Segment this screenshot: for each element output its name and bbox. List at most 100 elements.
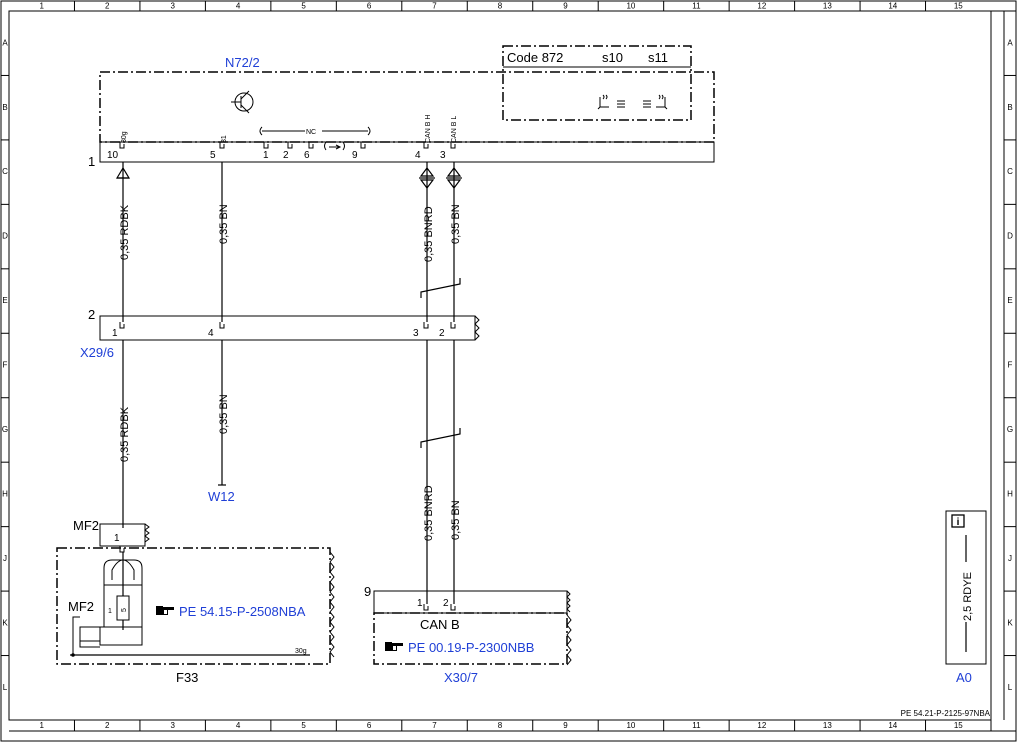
x30-pin-1: 1: [417, 598, 423, 609]
n72-pin-2: 2: [283, 150, 289, 161]
n72-pin-1: 1: [263, 150, 269, 161]
column-label: 7: [432, 2, 437, 11]
column-label: 8: [498, 2, 503, 11]
x30-strip-break: [566, 590, 571, 613]
row-label: L: [3, 683, 8, 692]
column-label: 8: [498, 721, 503, 730]
f33-ref-text[interactable]: PE 54.15-P-2508NBA: [179, 604, 306, 619]
column-label: 2: [105, 721, 110, 730]
n72-pin-9: 9: [352, 150, 358, 161]
component-f33: MF2 1 1 5 MF2 30g PE 54.: [56, 518, 335, 685]
internal-switch: [324, 141, 345, 151]
x30-title: X30/7: [444, 670, 478, 685]
x30-ref-number: 9: [364, 584, 371, 599]
row-label: G: [1007, 425, 1013, 434]
connector-x29-6: 1 4 3 2 2 X29/6: [80, 307, 480, 360]
n72-connector-strip: [99, 141, 715, 163]
column-label: 4: [236, 2, 241, 11]
row-label: B: [2, 103, 7, 112]
column-label: 3: [170, 2, 175, 11]
n72-ref-number: 1: [88, 154, 95, 169]
column-label: 9: [563, 2, 568, 11]
wire-2-lower-label: 0,35 BN: [218, 394, 230, 434]
component-n72-2: Code 872 s10 s11 30g 31 CAN: [88, 45, 715, 169]
x29-pin-1: 1: [112, 328, 118, 339]
n72-pin-3: 3: [440, 150, 446, 161]
code-s10-label: s10: [602, 50, 623, 65]
x30-reference-link[interactable]: PE 00.19-P-2300NBB: [385, 640, 534, 655]
nc-bracket: NC: [259, 126, 371, 136]
n72-title: N72/2: [225, 55, 260, 70]
f33-title: F33: [176, 670, 198, 685]
row-label: C: [2, 167, 8, 176]
column-label: 7: [432, 721, 437, 730]
row-label: D: [1007, 232, 1013, 241]
row-label: H: [2, 490, 8, 499]
x29-title: X29/6: [80, 345, 114, 360]
row-label: K: [2, 618, 8, 627]
x30-break: [566, 614, 572, 666]
column-label: 14: [888, 721, 897, 730]
x30-strip: [373, 590, 568, 614]
code-s11-label: s11: [648, 50, 668, 65]
fuse-pin-5: 5: [121, 608, 128, 612]
row-label: E: [1007, 296, 1012, 305]
x30-pin-2: 2: [443, 598, 449, 609]
row-label: L: [1008, 683, 1013, 692]
fuse-pin-1: 1: [108, 608, 112, 615]
column-label: 3: [170, 721, 175, 730]
row-label: G: [2, 425, 8, 434]
info-icon: i: [951, 514, 965, 528]
bus-30g-label: 30g: [295, 648, 307, 655]
row-label: J: [1008, 554, 1012, 563]
column-label: 6: [367, 721, 372, 730]
column-label: 2: [105, 2, 110, 11]
n72-pin-5: 5: [210, 150, 216, 161]
mf2-strip: [99, 523, 146, 547]
a0-title: A0: [956, 670, 972, 685]
x29-strip: [99, 315, 476, 341]
column-label: 10: [626, 721, 635, 730]
row-label: C: [1007, 167, 1013, 176]
mf2-pin-1: 1: [114, 533, 120, 544]
column-label: 13: [823, 721, 832, 730]
mf2-inner-label: MF2: [68, 599, 94, 614]
nc-label: NC: [306, 129, 316, 136]
x29-pin-2: 2: [439, 328, 445, 339]
svg-text:i: i: [957, 517, 960, 528]
wire-3-upper-label: 0,35 BNRD: [423, 206, 435, 262]
column-label: 11: [692, 721, 701, 730]
fuse-element: [116, 595, 130, 621]
x30-housing: [373, 612, 568, 665]
can-b-bus-label: CAN B: [420, 617, 460, 632]
mf2-top-label: MF2: [73, 518, 99, 533]
f33-reference-link[interactable]: PE 54.15-P-2508NBA: [156, 604, 306, 619]
x29-ref-number: 2: [88, 307, 95, 322]
x30-ref-text[interactable]: PE 00.19-P-2300NBB: [408, 640, 534, 655]
a0-legend-panel: i 2,5 RDYE A0: [945, 510, 987, 685]
n72-pin-4: 4: [415, 150, 421, 161]
w12-title: W12: [208, 489, 235, 504]
column-label: 5: [301, 2, 306, 11]
pointing-hand-icon: [156, 606, 174, 615]
transistor-icon: [231, 90, 254, 114]
column-label: 14: [888, 2, 897, 11]
column-ticks: 1122334455667788991010111112121313141415…: [40, 1, 963, 731]
column-label: 11: [692, 2, 701, 11]
row-label: A: [2, 38, 8, 47]
a0-box: [945, 510, 987, 665]
a0-wire-label: 2,5 RDYE: [962, 572, 974, 621]
n72-pin-10: 10: [107, 150, 119, 161]
f33-housing: [56, 547, 331, 665]
f33-break: [329, 551, 335, 658]
x29-pin-4: 4: [208, 328, 214, 339]
can-l-bidirectional-arrow-icon: [446, 167, 462, 189]
pin-name-can-b-h: CAN B H: [425, 115, 432, 143]
row-label: K: [1007, 618, 1013, 627]
column-label: 15: [954, 721, 963, 730]
mf2-break: [144, 523, 150, 543]
seat-heater-right-icon: [643, 94, 668, 110]
